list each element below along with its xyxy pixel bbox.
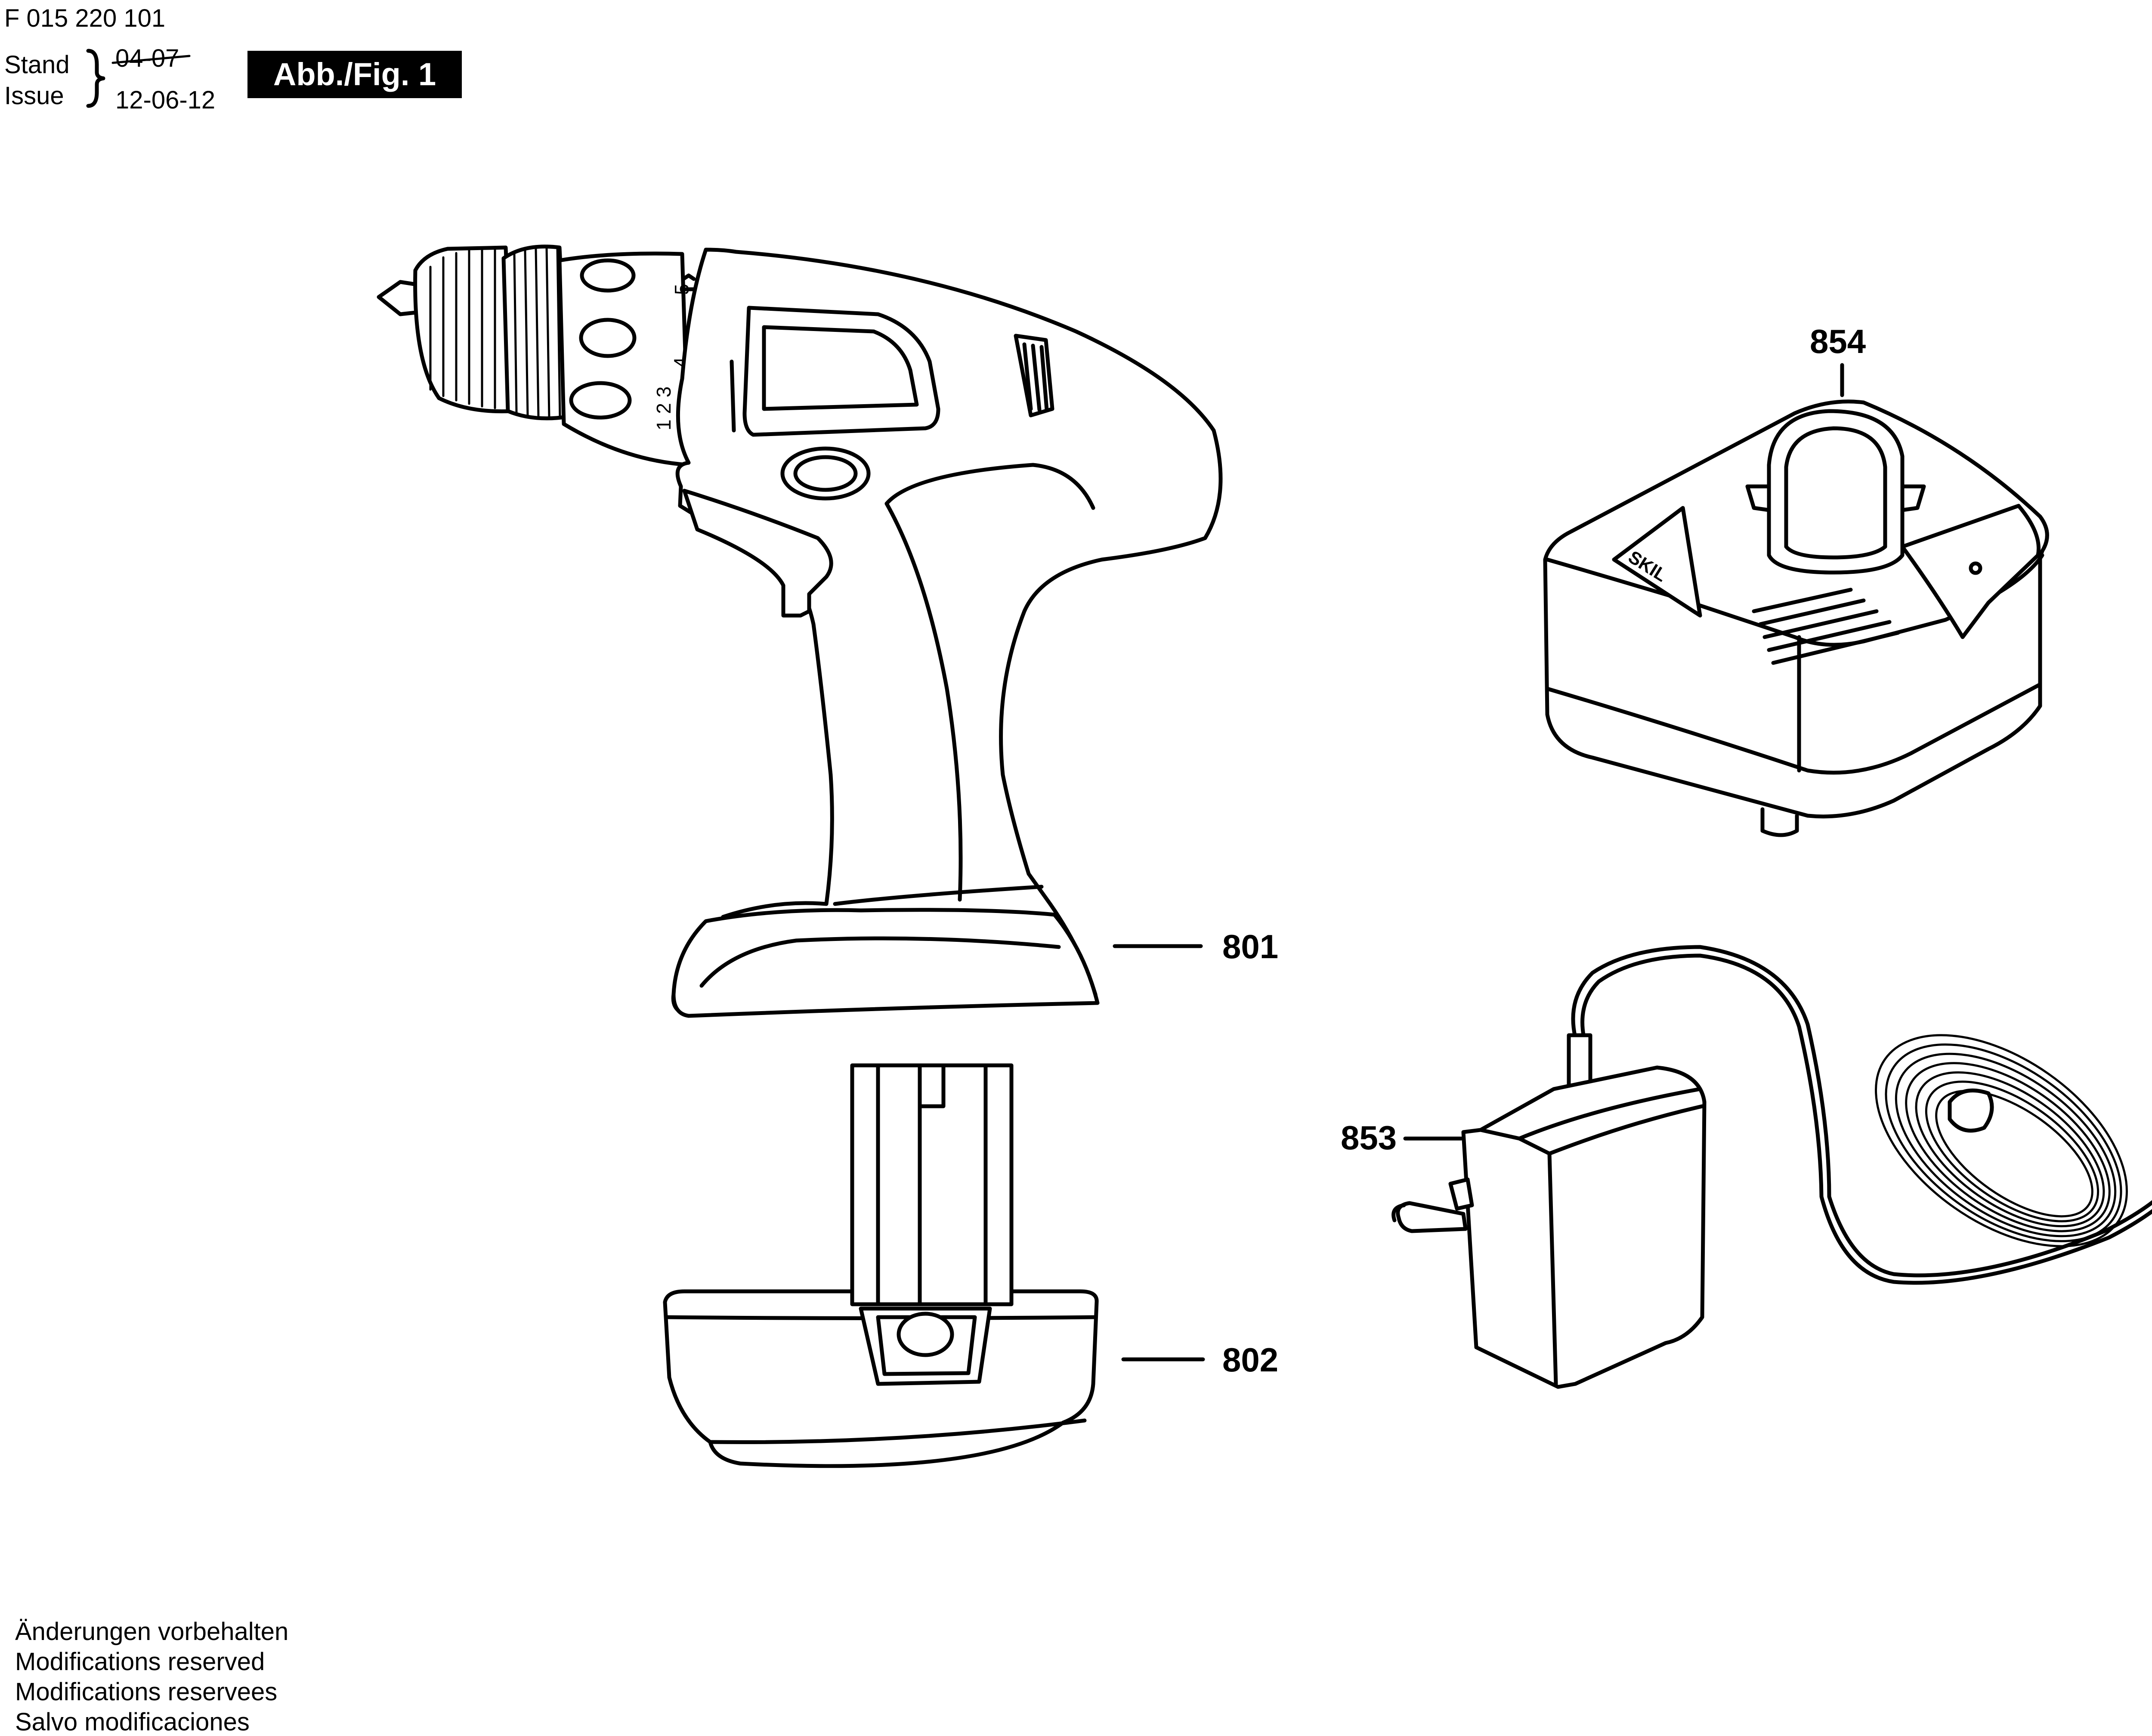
part-number-801: 801 (1222, 928, 1278, 965)
issue-label: Issue (4, 82, 64, 110)
stand-label: Stand (4, 51, 70, 79)
gear-number-low: 1 2 3 (652, 387, 675, 430)
figure-badge-box (247, 51, 462, 98)
footer-line-es: Salvo modificaciones (15, 1708, 250, 1736)
strike-through-line (111, 55, 191, 64)
header-brace (86, 49, 105, 108)
battery-pack-illustration (663, 1063, 1099, 1468)
footer-line-de: Änderungen vorbehalten (15, 1618, 288, 1646)
charger-base-illustration: SKIL (1543, 399, 2049, 837)
footer-line-en: Modifications reserved (15, 1648, 265, 1676)
issue-date: 12-06-12 (115, 86, 215, 114)
footer-line-fr: Modifications reservees (15, 1678, 277, 1706)
drill-body-illustration: 5 4 1 2 3 (377, 244, 1223, 1018)
part-number-853: 853 (1341, 1119, 1397, 1157)
doc-number: F 015 220 101 (4, 4, 165, 32)
part-number-802: 802 (1222, 1341, 1278, 1379)
figure-badge-label: Abb./Fig. 1 (273, 56, 436, 92)
part-number-854: 854 (1810, 322, 1866, 360)
power-adapter-illustration (1391, 945, 2152, 1389)
